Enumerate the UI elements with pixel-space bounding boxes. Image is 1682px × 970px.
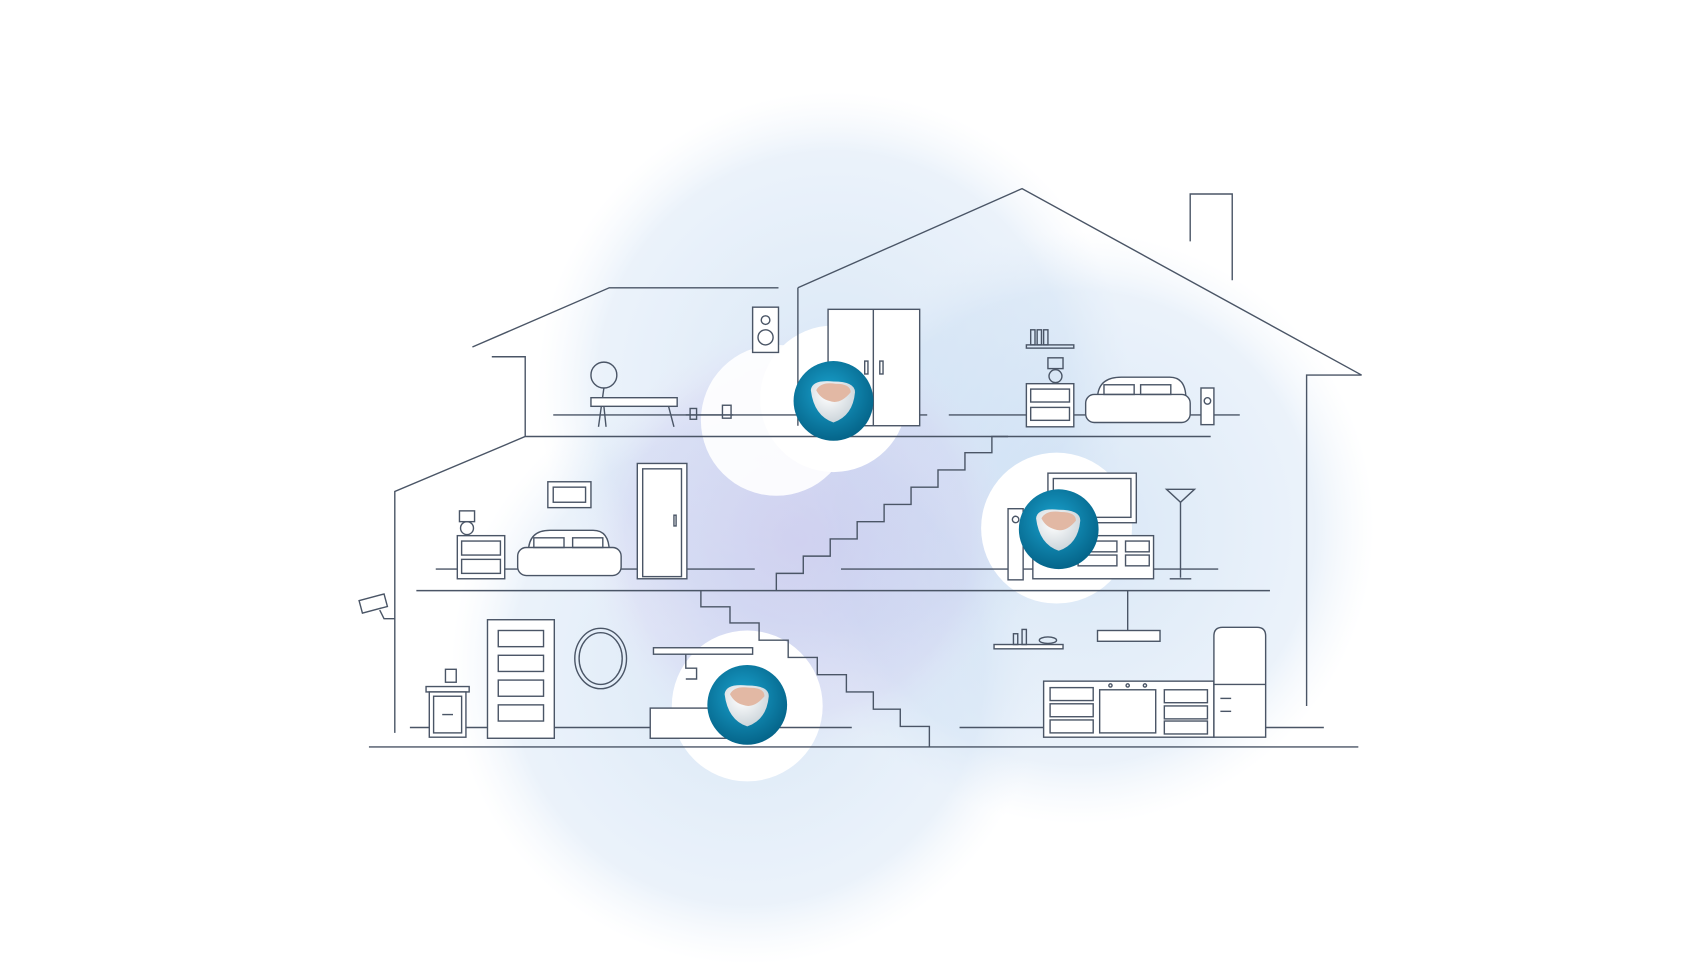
coat-rack-icon [652, 647, 754, 680]
coverage-areas [450, 91, 1375, 965]
stairs-upper [775, 435, 1009, 591]
cabinet-icon [428, 691, 467, 738]
speaker-small-icon [1200, 387, 1215, 426]
dumbbells-icon [685, 404, 734, 420]
speaker-icon [751, 306, 780, 354]
ground-floor-furniture [358, 593, 1267, 739]
bed-icon [1084, 376, 1191, 424]
mesh-router-node-bottom[interactable] [707, 664, 788, 745]
weight-bench-icon [590, 361, 678, 427]
fridge-icon [1213, 626, 1267, 738]
stove-icon [1098, 683, 1157, 734]
floor-lamp-icon [1164, 488, 1197, 580]
mirror-icon [574, 627, 628, 690]
security-camera-icon [358, 593, 395, 620]
nightstand-icon [456, 534, 506, 580]
lamp-icon [458, 510, 476, 536]
front-door-icon [486, 619, 556, 739]
door-icon [636, 462, 688, 580]
nightstand-icon [1025, 382, 1075, 428]
picture-frame-icon [547, 481, 592, 509]
ceiling-light-icon [1096, 590, 1161, 642]
stairs-lower [700, 590, 931, 747]
lamp-icon [1047, 357, 1064, 384]
shelf-icon [1025, 329, 1075, 349]
drawers-icon [1163, 689, 1209, 735]
bed-icon [516, 529, 622, 577]
mesh-router-node-middle[interactable] [1018, 489, 1099, 570]
mesh-router-node-top[interactable] [793, 361, 874, 441]
kitchen-shelf-icon [993, 628, 1064, 650]
